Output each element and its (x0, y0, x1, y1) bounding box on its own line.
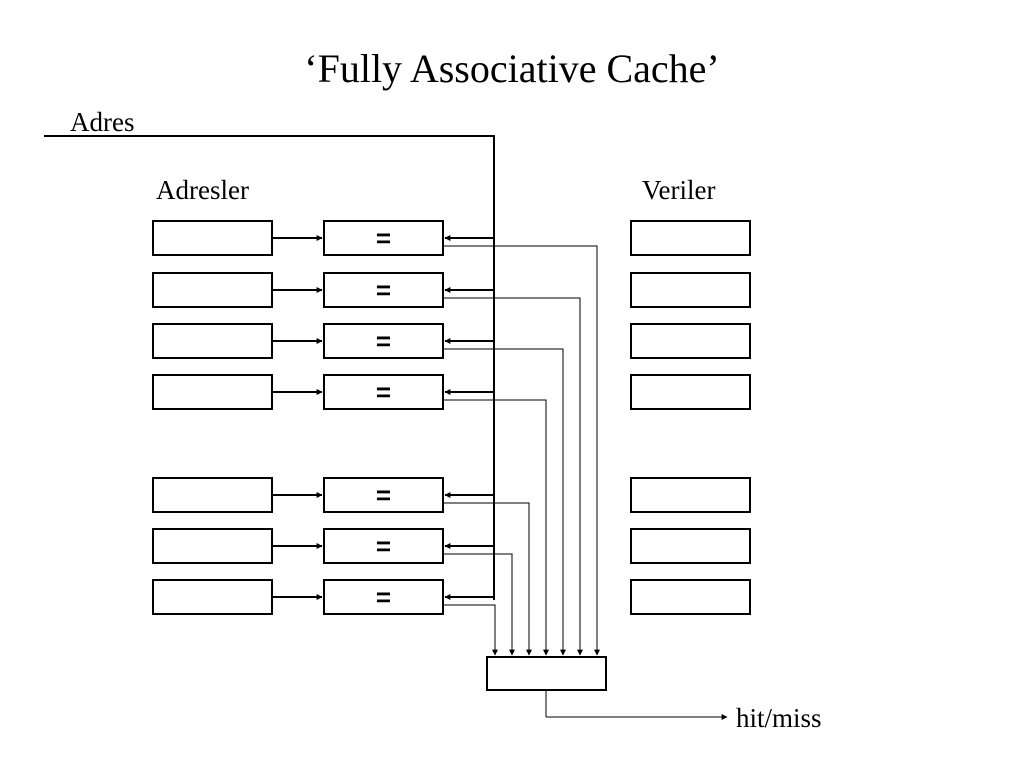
comparator-box (323, 220, 444, 256)
data-entry-box (630, 220, 751, 256)
data-entry-box (630, 272, 751, 308)
comparator-equals-sign: = (376, 326, 391, 356)
comparator-to-gate-wire (443, 604, 498, 656)
address-bus (44, 135, 495, 600)
slide-title: ‘Fully Associative Cache’ (304, 46, 719, 91)
data-entry-box (630, 374, 751, 410)
comparator-equals-sign: = (376, 582, 391, 612)
hit-wires (443, 245, 600, 656)
address-input-label: Adres (70, 107, 134, 137)
comparator-to-gate-wire (443, 502, 532, 656)
data-column-label: Veriler (642, 175, 715, 205)
comparator-to-gate-wire (443, 348, 566, 656)
comparator-equals-sign: = (376, 531, 391, 561)
comparator-box (323, 477, 444, 513)
tag-entry-box (152, 272, 273, 308)
comparator-to-gate-wire (443, 245, 600, 656)
data-entry-box (630, 528, 751, 564)
tag-entry-box (152, 374, 273, 410)
cache-row: = (152, 272, 751, 308)
cache-rows: = = = = = = = (152, 220, 751, 615)
tag-entry-box (152, 477, 273, 513)
comparator-equals-sign: = (376, 377, 391, 407)
comparator-equals-sign: = (376, 275, 391, 305)
cache-row: = (152, 374, 751, 410)
comparator-to-gate-wire (443, 553, 515, 656)
tag-entry-box (152, 528, 273, 564)
addresses-column-label: Adresler (156, 175, 249, 205)
data-entry-box (630, 579, 751, 615)
comparator-box (323, 272, 444, 308)
cache-row: = (152, 579, 751, 615)
or-gate-box (486, 656, 607, 691)
comparator-equals-sign: = (376, 480, 391, 510)
tag-entry-box (152, 220, 273, 256)
hit-miss-label: hit/miss (736, 703, 822, 733)
comparator-to-gate-wire (443, 399, 549, 656)
comparator-to-gate-wire (443, 297, 583, 656)
comparator-box (323, 528, 444, 564)
cache-row: = (152, 528, 751, 564)
cache-row: = (152, 220, 751, 256)
cache-row: = (152, 477, 751, 513)
tag-entry-box (152, 323, 273, 359)
data-entry-box (630, 323, 751, 359)
comparator-box (323, 374, 444, 410)
tag-entry-box (152, 579, 273, 615)
comparator-equals-sign: = (376, 223, 391, 253)
comparator-box (323, 579, 444, 615)
comparator-box (323, 323, 444, 359)
cache-row: = (152, 323, 751, 359)
data-entry-box (630, 477, 751, 513)
